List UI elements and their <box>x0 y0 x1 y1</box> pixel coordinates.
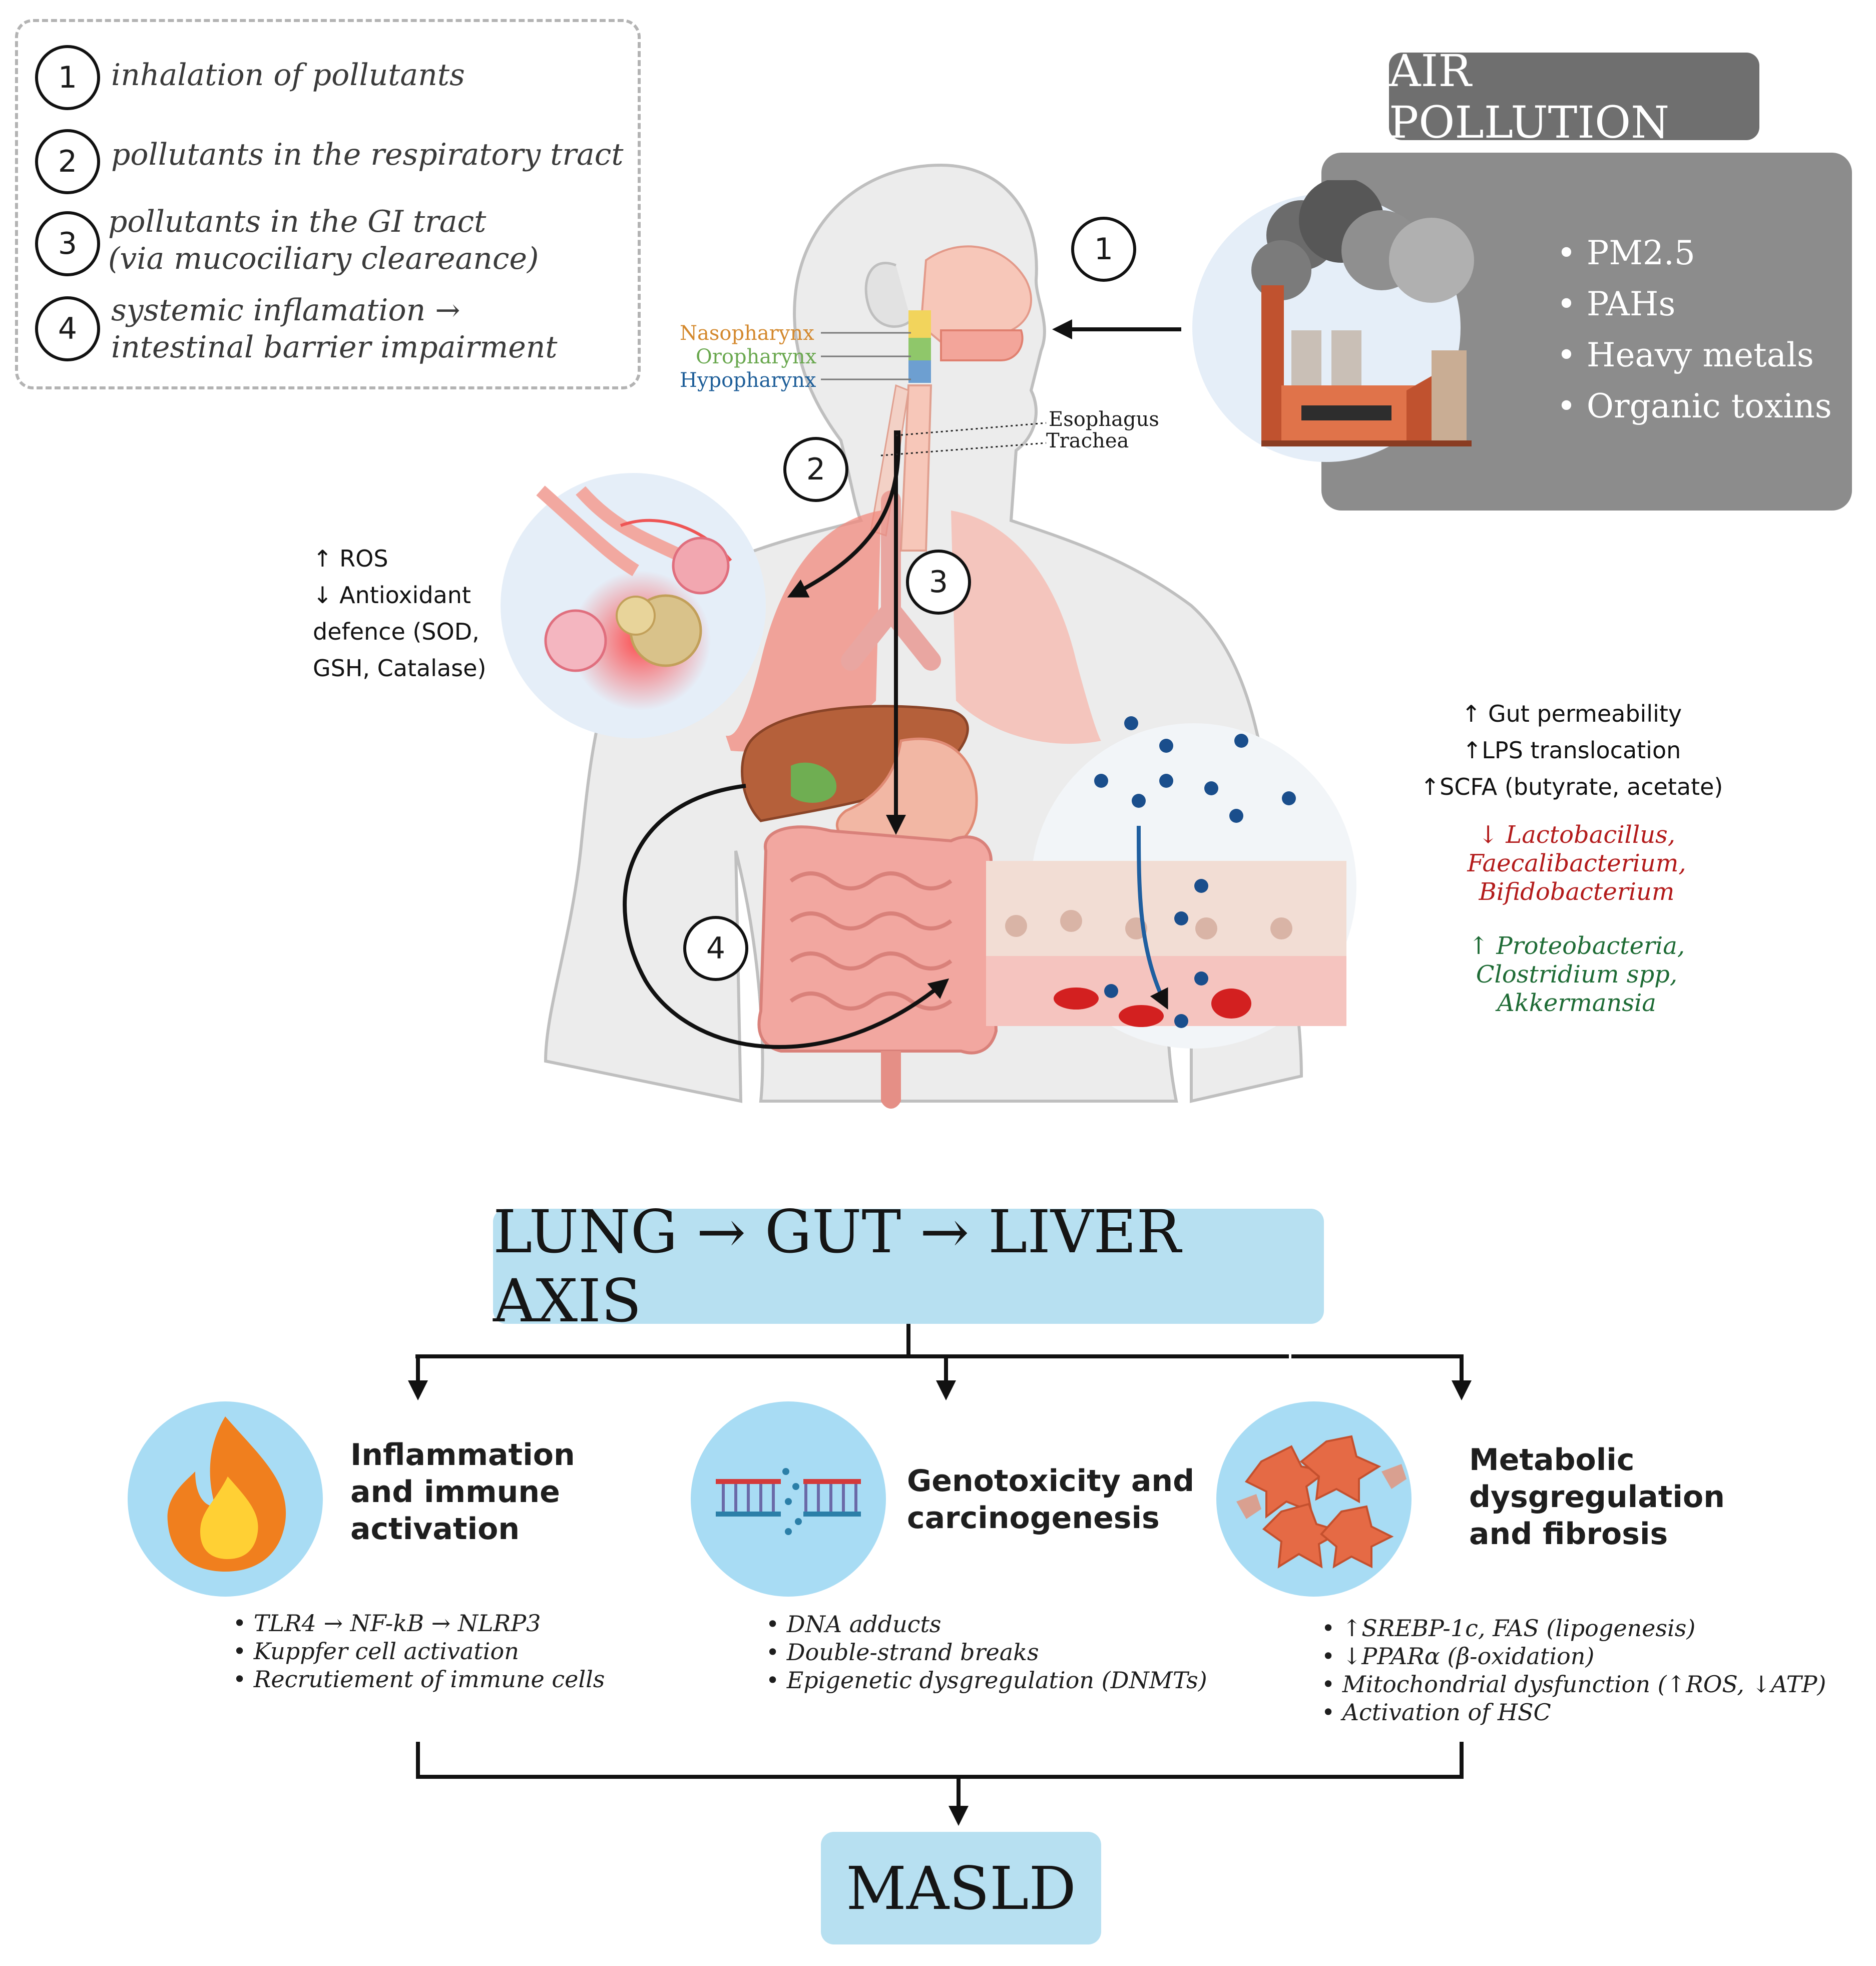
legend-step-4-text: systemic inflamation → intestinal barrie… <box>111 293 558 365</box>
increased-bacterium: ↑ Proteobacteria, <box>1468 932 1685 960</box>
legend-step-3-text: pollutants in the GI tract (via mucocili… <box>108 204 539 276</box>
legend-step-2-marker: 2 <box>35 129 100 194</box>
lung-effect-line: defence (SOD, <box>313 618 480 645</box>
increased-bacterium: Akkermansia <box>1497 989 1656 1017</box>
alveoli-illustration <box>501 473 766 738</box>
genotoxicity-card-title: Genotoxicity and carcinogenesis <box>907 1463 1195 1536</box>
legend-step-3-marker: 3 <box>35 211 100 276</box>
oropharynx-label: Oropharynx <box>696 345 817 368</box>
decreased-bacterium: Faecalibacterium, <box>1467 849 1686 877</box>
esophagus-label: Esophagus <box>1049 408 1159 431</box>
hypopharynx-label: Hypopharynx <box>680 369 816 392</box>
legend-step-4-marker: 4 <box>35 296 100 361</box>
fire-icon <box>128 1401 323 1597</box>
nasopharynx-label: Nasopharynx <box>680 322 814 345</box>
factory-icon <box>1251 180 1474 446</box>
anatomy-leader-lines <box>821 332 911 380</box>
bullet-item: Double-strand breaks <box>766 1638 1207 1666</box>
metabolic-bullets: ↑SREBP-1c, FAS (lipogenesis) ↓PPARα (β-o… <box>1321 1614 1826 1726</box>
bullet-item: ↓PPARα (β-oxidation) <box>1321 1642 1826 1670</box>
pollutant-item: • PM2.5 <box>1557 234 1695 272</box>
decreased-bacteria-list: ↓ Lactobacillus, Faecalibacterium, Bifid… <box>1401 821 1752 906</box>
inflammation-card-title: Inflammation and immune activation <box>350 1437 575 1547</box>
legend-step-2-number: 2 <box>58 144 78 179</box>
pathway-arrows <box>408 319 1472 1826</box>
trachea-label: Trachea <box>1046 429 1129 452</box>
pathway-marker-3: 3 <box>906 550 971 615</box>
lung-effect-line: ↑ ROS <box>313 545 388 572</box>
bullet-item: ↑SREBP-1c, FAS (lipogenesis) <box>1321 1614 1826 1642</box>
legend-step-3-number: 3 <box>58 226 78 261</box>
pollutant-item: • PAHs <box>1557 285 1676 323</box>
gut-effect-line: ↑ Gut permeability <box>1461 700 1682 727</box>
pathway-marker-2: 2 <box>783 437 848 502</box>
genotoxicity-bullets: DNA adducts Double-strand breaks Epigene… <box>766 1610 1207 1694</box>
legend-step-4-number: 4 <box>58 311 78 346</box>
bullet-item: Recrutiement of immune cells <box>233 1665 605 1693</box>
bullet-item: TLR4 → NF-kB → NLRP3 <box>233 1609 605 1637</box>
pollutant-item: • Heavy metals <box>1557 336 1814 374</box>
gut-effects-text: ↑ Gut permeability ↑LPS translocation ↑S… <box>1361 696 1782 805</box>
lung-effects-text: ↑ ROS ↓ Antioxidant defence (SOD, GSH, C… <box>313 541 486 687</box>
esophagus-trachea-leaders <box>880 422 1047 456</box>
legend-step-1-number: 1 <box>58 60 78 95</box>
increased-bacterium: Clostridium spp, <box>1476 960 1678 989</box>
gut-effect-line: ↑LPS translocation <box>1462 737 1681 764</box>
bullet-item: DNA adducts <box>766 1610 1207 1638</box>
increased-bacteria-list: ↑ Proteobacteria, Clostridium spp, Akker… <box>1401 932 1752 1018</box>
legend-step-1-text: inhalation of pollutants <box>111 58 465 93</box>
bullet-item: Activation of HSC <box>1321 1698 1826 1726</box>
bullet-item: Epigenetic dysgregulation (DNMTs) <box>766 1666 1207 1694</box>
lungs <box>726 490 1101 752</box>
lung-effect-line: ↓ Antioxidant <box>313 582 471 609</box>
metabolic-card-title: Metabolic dysgregulation and fibrosis <box>1469 1442 1725 1552</box>
legend-step-1-marker: 1 <box>35 45 100 110</box>
decreased-bacterium: Bifidobacterium <box>1479 878 1675 906</box>
legend-step-2-text: pollutants in the respiratory tract <box>111 137 624 172</box>
lung-effect-line: GSH, Catalase) <box>313 655 487 682</box>
pathway-marker-4: 4 <box>683 916 748 981</box>
bullet-item: Mitochondrial dysfunction (↑ROS, ↓ATP) <box>1321 1670 1826 1698</box>
masld-outcome: MASLD <box>821 1832 1101 1944</box>
lung-gut-liver-axis-title: LUNG → GUT → LIVER AXIS <box>493 1197 1324 1335</box>
intestine-villi-illustration <box>986 716 1356 1049</box>
air-pollution-title: AIR POLLUTION <box>1389 45 1759 148</box>
dna-icon <box>691 1401 886 1597</box>
gut-effect-line: ↑SCFA (butyrate, acetate) <box>1420 773 1723 800</box>
pollutant-list: • PM2.5 • PAHs • Heavy metals • Organic … <box>1557 228 1832 432</box>
pollutant-item: • Organic toxins <box>1557 387 1832 425</box>
inflammation-bullets: TLR4 → NF-kB → NLRP3 Kuppfer cell activa… <box>233 1609 605 1693</box>
bullet-item: Kuppfer cell activation <box>233 1637 605 1665</box>
hepatic-stellate-cells-icon <box>1216 1401 1412 1597</box>
decreased-bacterium: ↓ Lactobacillus, <box>1478 821 1676 849</box>
legend-box <box>15 19 641 389</box>
pathway-marker-1: 1 <box>1071 217 1136 282</box>
